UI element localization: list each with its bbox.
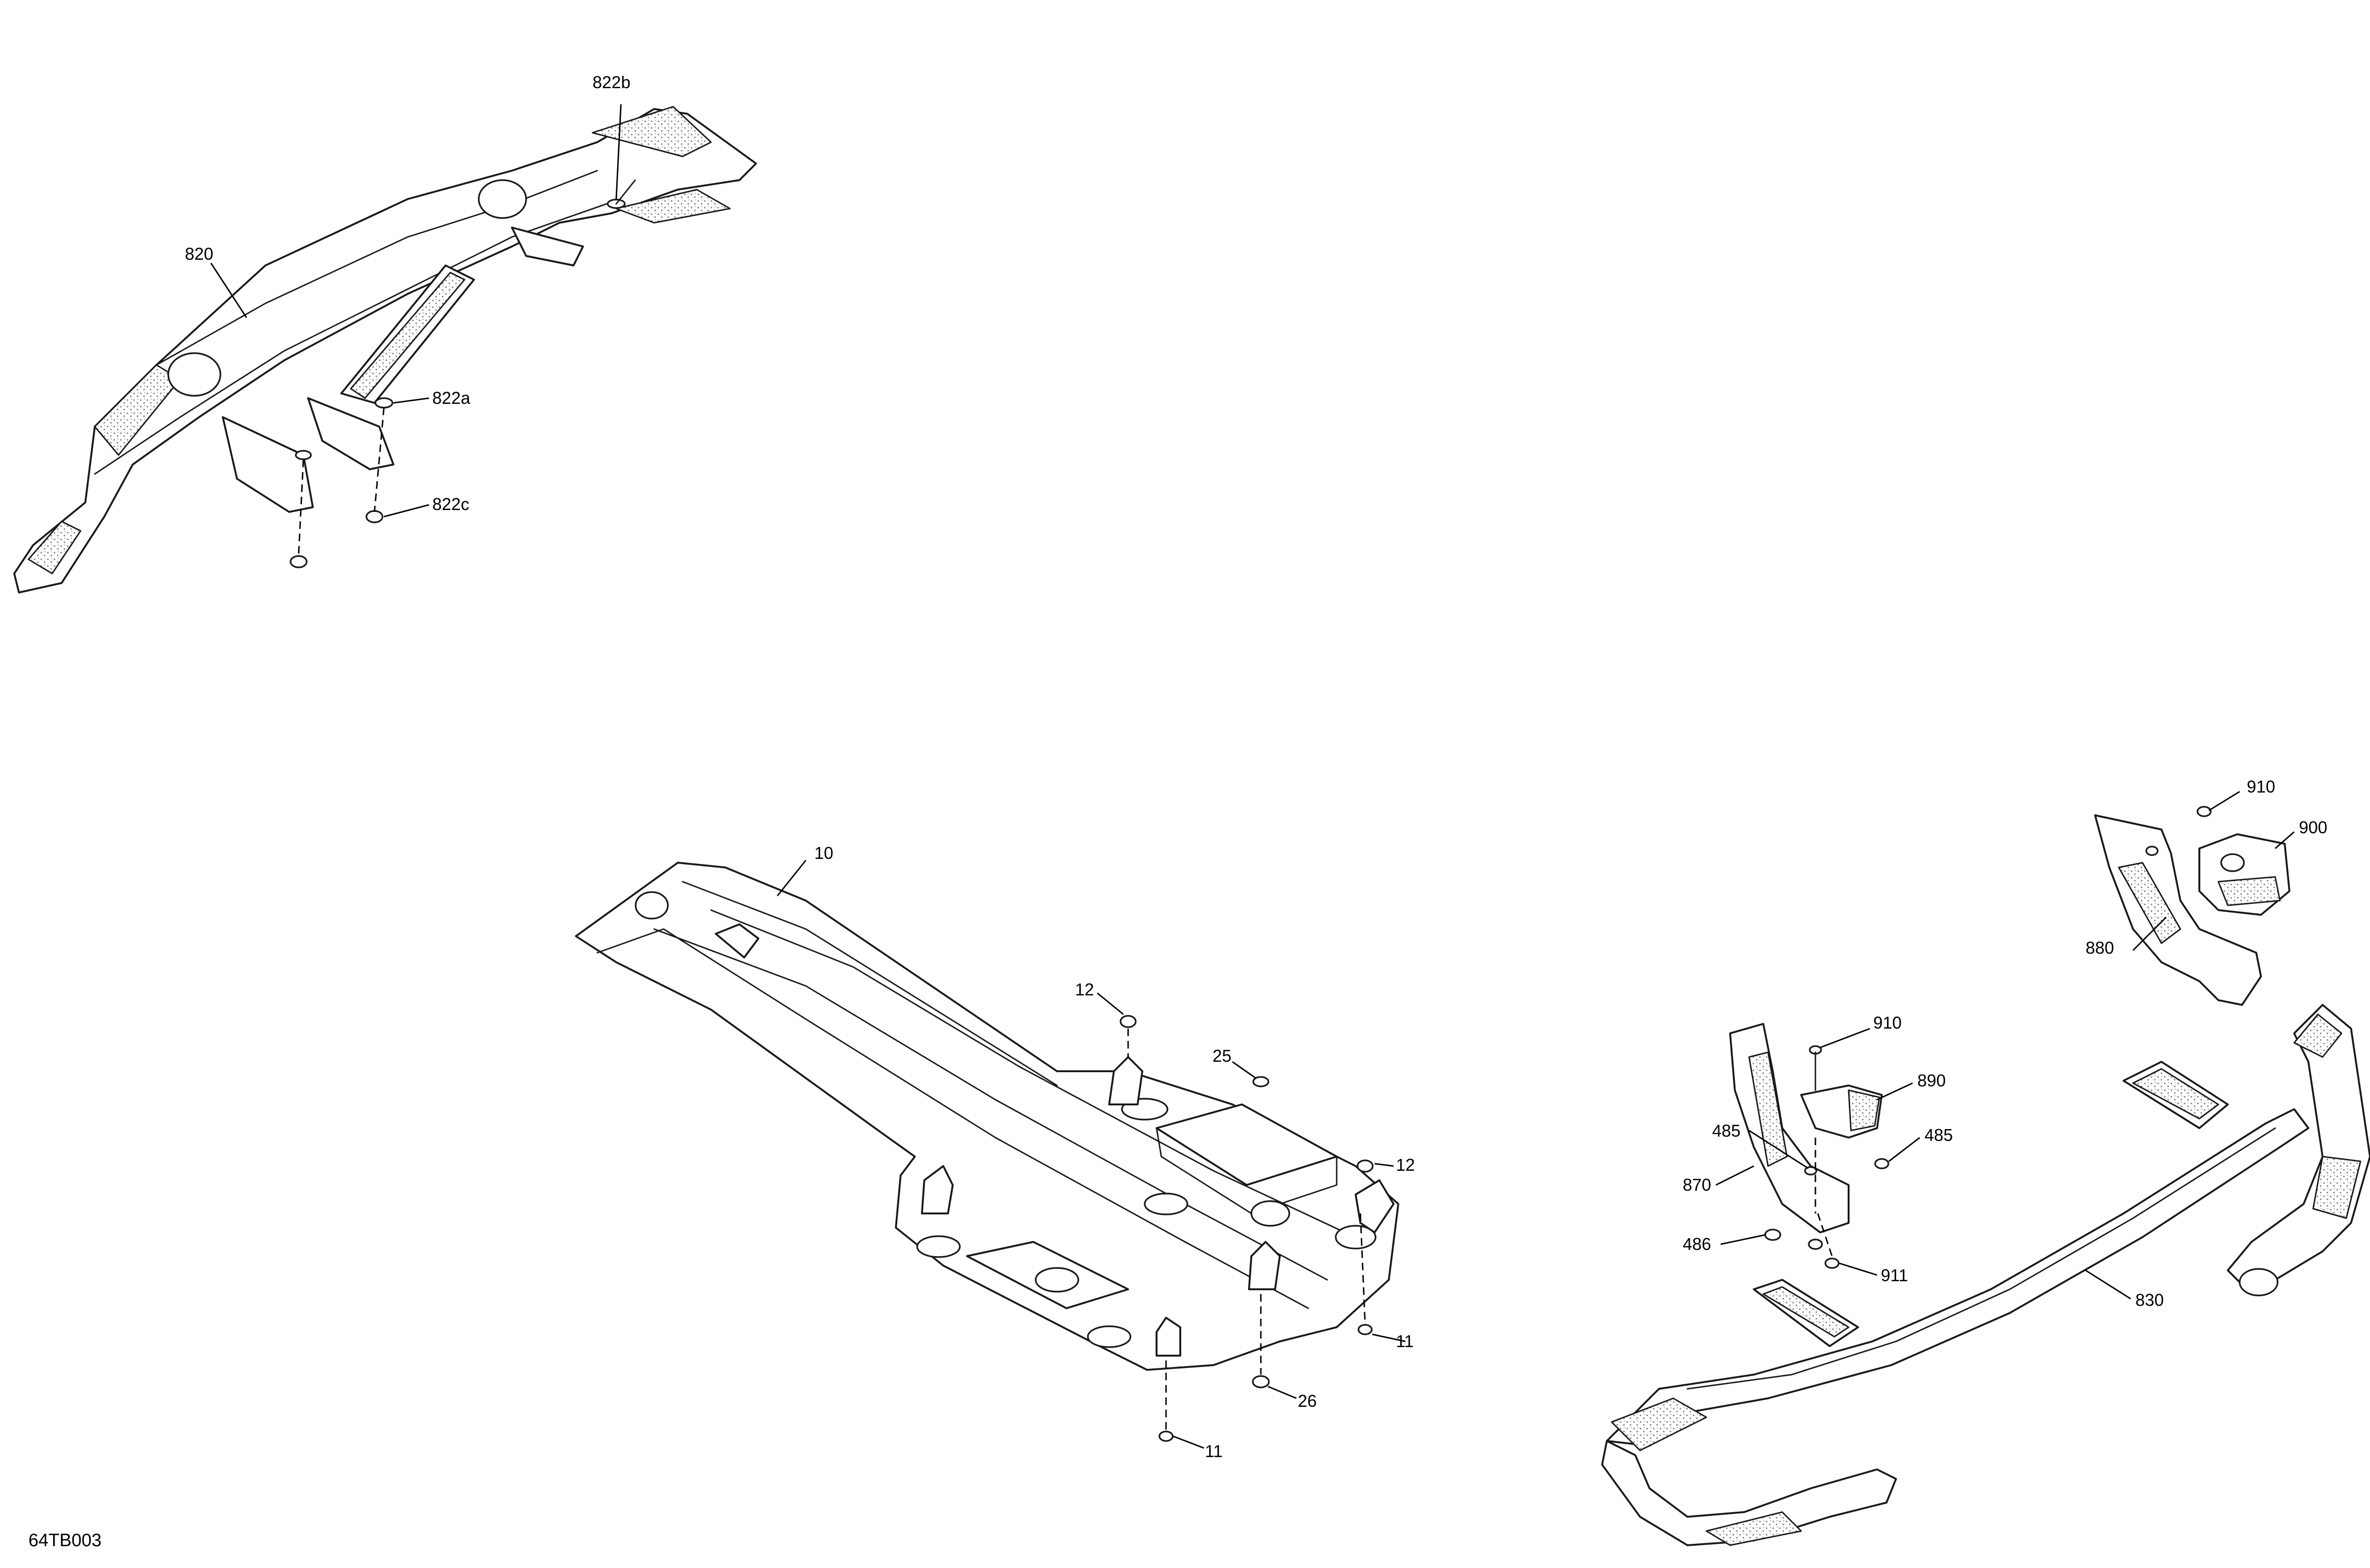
- callout-910-top: 910: [2247, 777, 2275, 796]
- callout-880: 880: [2086, 938, 2114, 957]
- callout-890: 890: [1917, 1071, 1946, 1090]
- bolt-11-bottom: [1158, 1431, 1174, 1442]
- bolt-11-right: [1358, 1324, 1373, 1335]
- nut-911: [1824, 1258, 1840, 1269]
- bumper-block-890: [1800, 1085, 1883, 1139]
- bracket-880: [2094, 814, 2262, 1006]
- bolt-485-right: [1874, 1158, 1889, 1169]
- bumper-block-900: [2197, 806, 2290, 916]
- nut-12-right: [1357, 1159, 1374, 1173]
- skid-plate-10: [575, 862, 1399, 1442]
- bolt-25: [1252, 1076, 1269, 1087]
- callout-822b: 822b: [592, 73, 630, 92]
- nut-486: [1764, 1229, 1781, 1241]
- callout-822c: 822c: [432, 494, 469, 514]
- callout-11-right: 11: [1396, 1331, 1413, 1351]
- callout-830: 830: [2135, 1290, 2164, 1310]
- callout-12-right: 12: [1396, 1155, 1415, 1175]
- callout-26: 26: [1298, 1391, 1317, 1411]
- rear-bumper-830: [1601, 1004, 2370, 1546]
- nut-26: [1252, 1375, 1270, 1388]
- callout-911: 911: [1881, 1266, 1908, 1285]
- callout-486: 486: [1683, 1234, 1711, 1254]
- callout-485-right: 485: [1924, 1125, 1953, 1145]
- callout-25: 25: [1212, 1046, 1231, 1066]
- bolt-910-top: [2197, 806, 2212, 817]
- callout-822a: 822a: [432, 388, 471, 408]
- bolt-822a-head: [374, 397, 393, 409]
- bracket-870: [1729, 1023, 1850, 1233]
- nut-12-top: [1120, 1015, 1137, 1028]
- figure-code: 64TB003: [28, 1531, 101, 1550]
- callout-12-top: 12: [1075, 980, 1094, 999]
- callout-10: 10: [814, 843, 833, 863]
- front-bumper-820: [13, 106, 757, 593]
- callout-870: 870: [1683, 1175, 1711, 1194]
- callout-11-bottom: 11: [1205, 1441, 1222, 1461]
- callout-485-left: 485: [1712, 1121, 1741, 1140]
- nut-822c: [365, 510, 383, 523]
- callout-820: 820: [185, 244, 213, 264]
- callout-900: 900: [2299, 818, 2327, 837]
- callout-910-mid: 910: [1873, 1013, 1902, 1032]
